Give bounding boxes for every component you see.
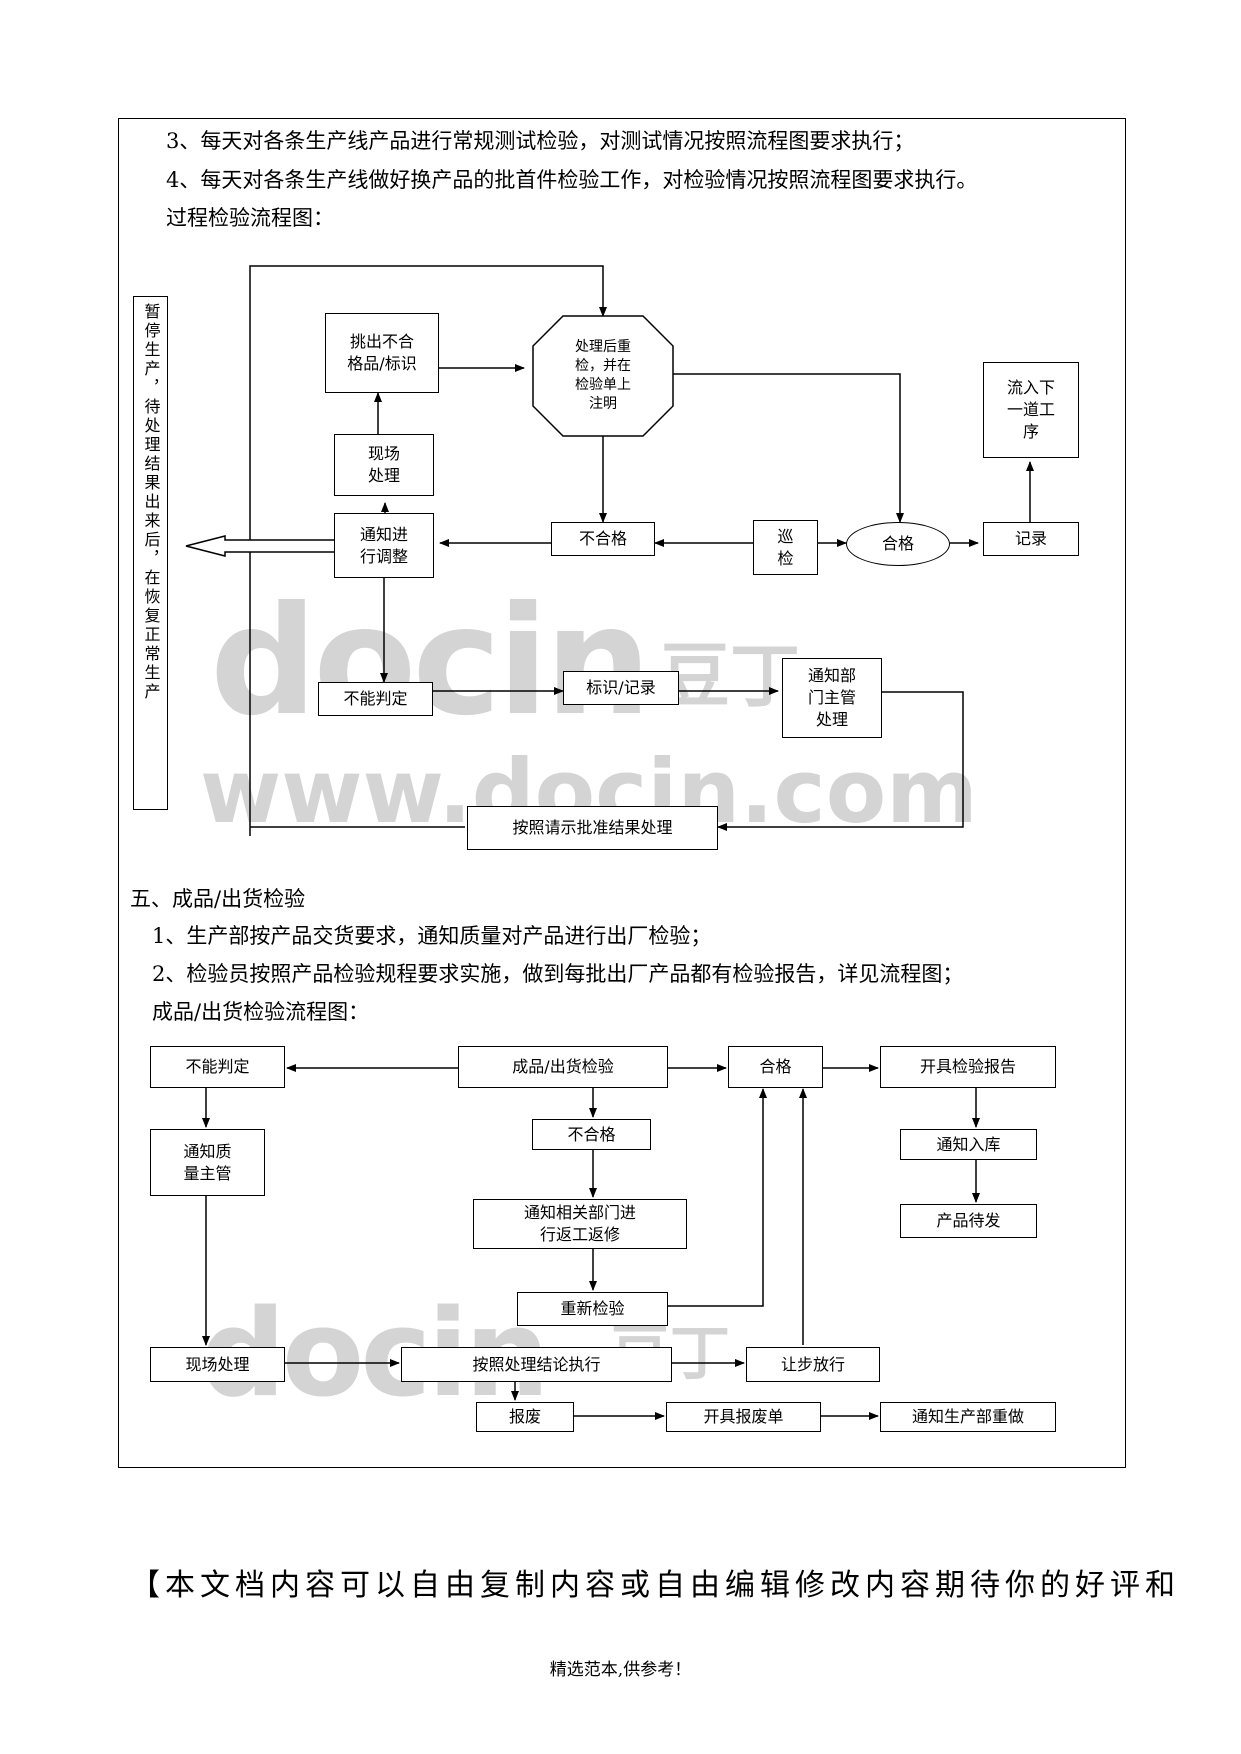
issue-report-box: 开具检验报告 <box>880 1046 1056 1088</box>
mark-record-label: 标识/记录 <box>586 678 656 697</box>
record-box: 记录 <box>983 522 1079 556</box>
notify-quality-box: 通知质量主管 <box>150 1129 265 1196</box>
notify-quality-line-1: 通知质 <box>183 1141 232 1161</box>
ship-undetermined-label: 不能判定 <box>185 1057 250 1076</box>
unqualified-label: 不合格 <box>578 529 627 548</box>
notify-rework-line-2: 行返工返修 <box>539 1225 620 1244</box>
pause-production-note-text: 暂停生产，待处理结果出来后，在恢复正常生产 <box>141 303 161 702</box>
issue-report-label: 开具检验报告 <box>919 1057 1016 1076</box>
process-flow-title: 过程检验流程图： <box>166 206 334 230</box>
next-process-line-3: 序 <box>1022 422 1039 441</box>
ship-unqualified-label: 不合格 <box>567 1124 616 1144</box>
recheck-box: 处理后重检，并在检验单上注明 <box>540 320 666 432</box>
section5-heading: 五、成品/出货检验 <box>130 887 306 911</box>
ready-ship-box: 产品待发 <box>900 1204 1037 1238</box>
approval-result-label: 按照请示批准结果处理 <box>512 818 673 837</box>
pick-out-line-1: 挑出不合 <box>349 332 414 351</box>
recheck-line-3: 检验单上 <box>575 377 631 393</box>
notify-redo-box: 通知生产部重做 <box>880 1402 1056 1432</box>
ship-onsite-box: 现场处理 <box>150 1347 285 1382</box>
concession-box: 让步放行 <box>746 1347 880 1382</box>
record-label: 记录 <box>1014 529 1047 548</box>
approval-result-box: 按照请示批准结果处理 <box>467 806 718 850</box>
ship-undetermined-box: 不能判定 <box>150 1046 285 1088</box>
pause-production-note: 暂停生产，待处理结果出来后，在恢复正常生产 <box>133 296 168 810</box>
pick-out-defects-box: 挑出不合格品/标识 <box>325 313 439 393</box>
scrap-label: 报废 <box>508 1407 541 1426</box>
reinspect-box: 重新检验 <box>517 1292 668 1326</box>
reinspect-label: 重新检验 <box>560 1299 625 1318</box>
patrol-line-1: 巡 <box>777 526 794 546</box>
mark-record-box: 标识/记录 <box>563 671 679 705</box>
undetermined-label: 不能判定 <box>343 689 408 708</box>
next-process-line-1: 流入下 <box>1006 378 1055 397</box>
pick-out-line-2: 格品/标识 <box>347 354 417 373</box>
notify-quality-line-2: 量主管 <box>183 1163 232 1183</box>
notify-adjust-line-1: 通知进 <box>359 524 408 544</box>
section5-item-1: 1、生产部按产品交货要求，通知质量对产品进行出厂检验； <box>152 924 712 948</box>
ship-onsite-label: 现场处理 <box>185 1354 250 1374</box>
shipping-flow-title: 成品/出货检验流程图： <box>152 1000 370 1024</box>
execute-conclusion-label: 按照处理结论执行 <box>472 1354 601 1374</box>
recheck-octagon <box>532 315 674 437</box>
notify-rework-line-1: 通知相关部门进 <box>523 1203 636 1222</box>
scrap-form-label: 开具报废单 <box>703 1407 784 1426</box>
section5-item-2: 2、检验员按照产品检验规程要求实施，做到每批出厂产品都有检验报告，详见流程图； <box>152 962 964 986</box>
ship-qualified-box: 合格 <box>728 1046 823 1088</box>
final-inspection-label: 成品/出货检验 <box>512 1057 614 1076</box>
onsite-line-1: 现场 <box>367 444 400 463</box>
final-inspection-box: 成品/出货检验 <box>458 1046 668 1088</box>
next-process-box: 流入下一道工序 <box>983 362 1079 458</box>
unqualified-box: 不合格 <box>551 522 655 556</box>
page-footer: 精选范本,供参考！ <box>549 1660 692 1680</box>
notify-redo-label: 通知生产部重做 <box>911 1407 1024 1426</box>
notify-dept-line-3: 处理 <box>815 710 848 729</box>
qualified-label: 合格 <box>881 534 914 553</box>
recheck-line-1: 处理后重 <box>575 339 631 355</box>
concession-label: 让步放行 <box>780 1354 845 1374</box>
onsite-line-2: 处理 <box>367 466 400 485</box>
onsite-handling-box: 现场处理 <box>334 434 434 496</box>
execute-conclusion-box: 按照处理结论执行 <box>401 1347 672 1382</box>
notify-rework-box: 通知相关部门进行返工返修 <box>473 1199 687 1249</box>
next-process-line-2: 一道工 <box>1006 400 1055 419</box>
notify-dept-line-1: 通知部 <box>807 666 856 685</box>
patrol-inspection-box: 巡检 <box>753 520 818 575</box>
ready-ship-label: 产品待发 <box>936 1211 1001 1230</box>
intro-line-3: 3、每天对各条生产线产品进行常规测试检验，对测试情况按照流程图要求执行； <box>166 129 915 153</box>
recheck-line-4: 注明 <box>589 396 617 412</box>
notify-dept-head-box: 通知部门主管处理 <box>782 658 882 738</box>
intro-line-4: 4、每天对各条生产线做好换产品的批首件检验工作，对检验情况按照流程图要求执行。 <box>166 168 978 192</box>
notify-adjust-line-2: 行调整 <box>359 546 408 566</box>
notify-dept-line-2: 门主管 <box>807 688 856 707</box>
scrap-form-box: 开具报废单 <box>666 1402 821 1432</box>
ship-unqualified-box: 不合格 <box>532 1119 651 1150</box>
notify-storage-box: 通知入库 <box>900 1129 1037 1160</box>
qualified-oval: 合格 <box>846 522 950 566</box>
patrol-line-2: 检 <box>777 548 794 568</box>
ship-qualified-label: 合格 <box>759 1057 792 1076</box>
recheck-line-2: 检，并在 <box>575 358 631 374</box>
undetermined-box: 不能判定 <box>318 682 433 716</box>
notify-storage-label: 通知入库 <box>936 1134 1001 1154</box>
closing-text: 【本文档内容可以自由复制内容或自由编辑修改内容期待你的好评和 <box>130 1568 1180 1603</box>
scrap-box: 报废 <box>476 1402 574 1432</box>
notify-adjust-box: 通知进行调整 <box>334 513 434 578</box>
content-frame <box>118 118 1126 1468</box>
